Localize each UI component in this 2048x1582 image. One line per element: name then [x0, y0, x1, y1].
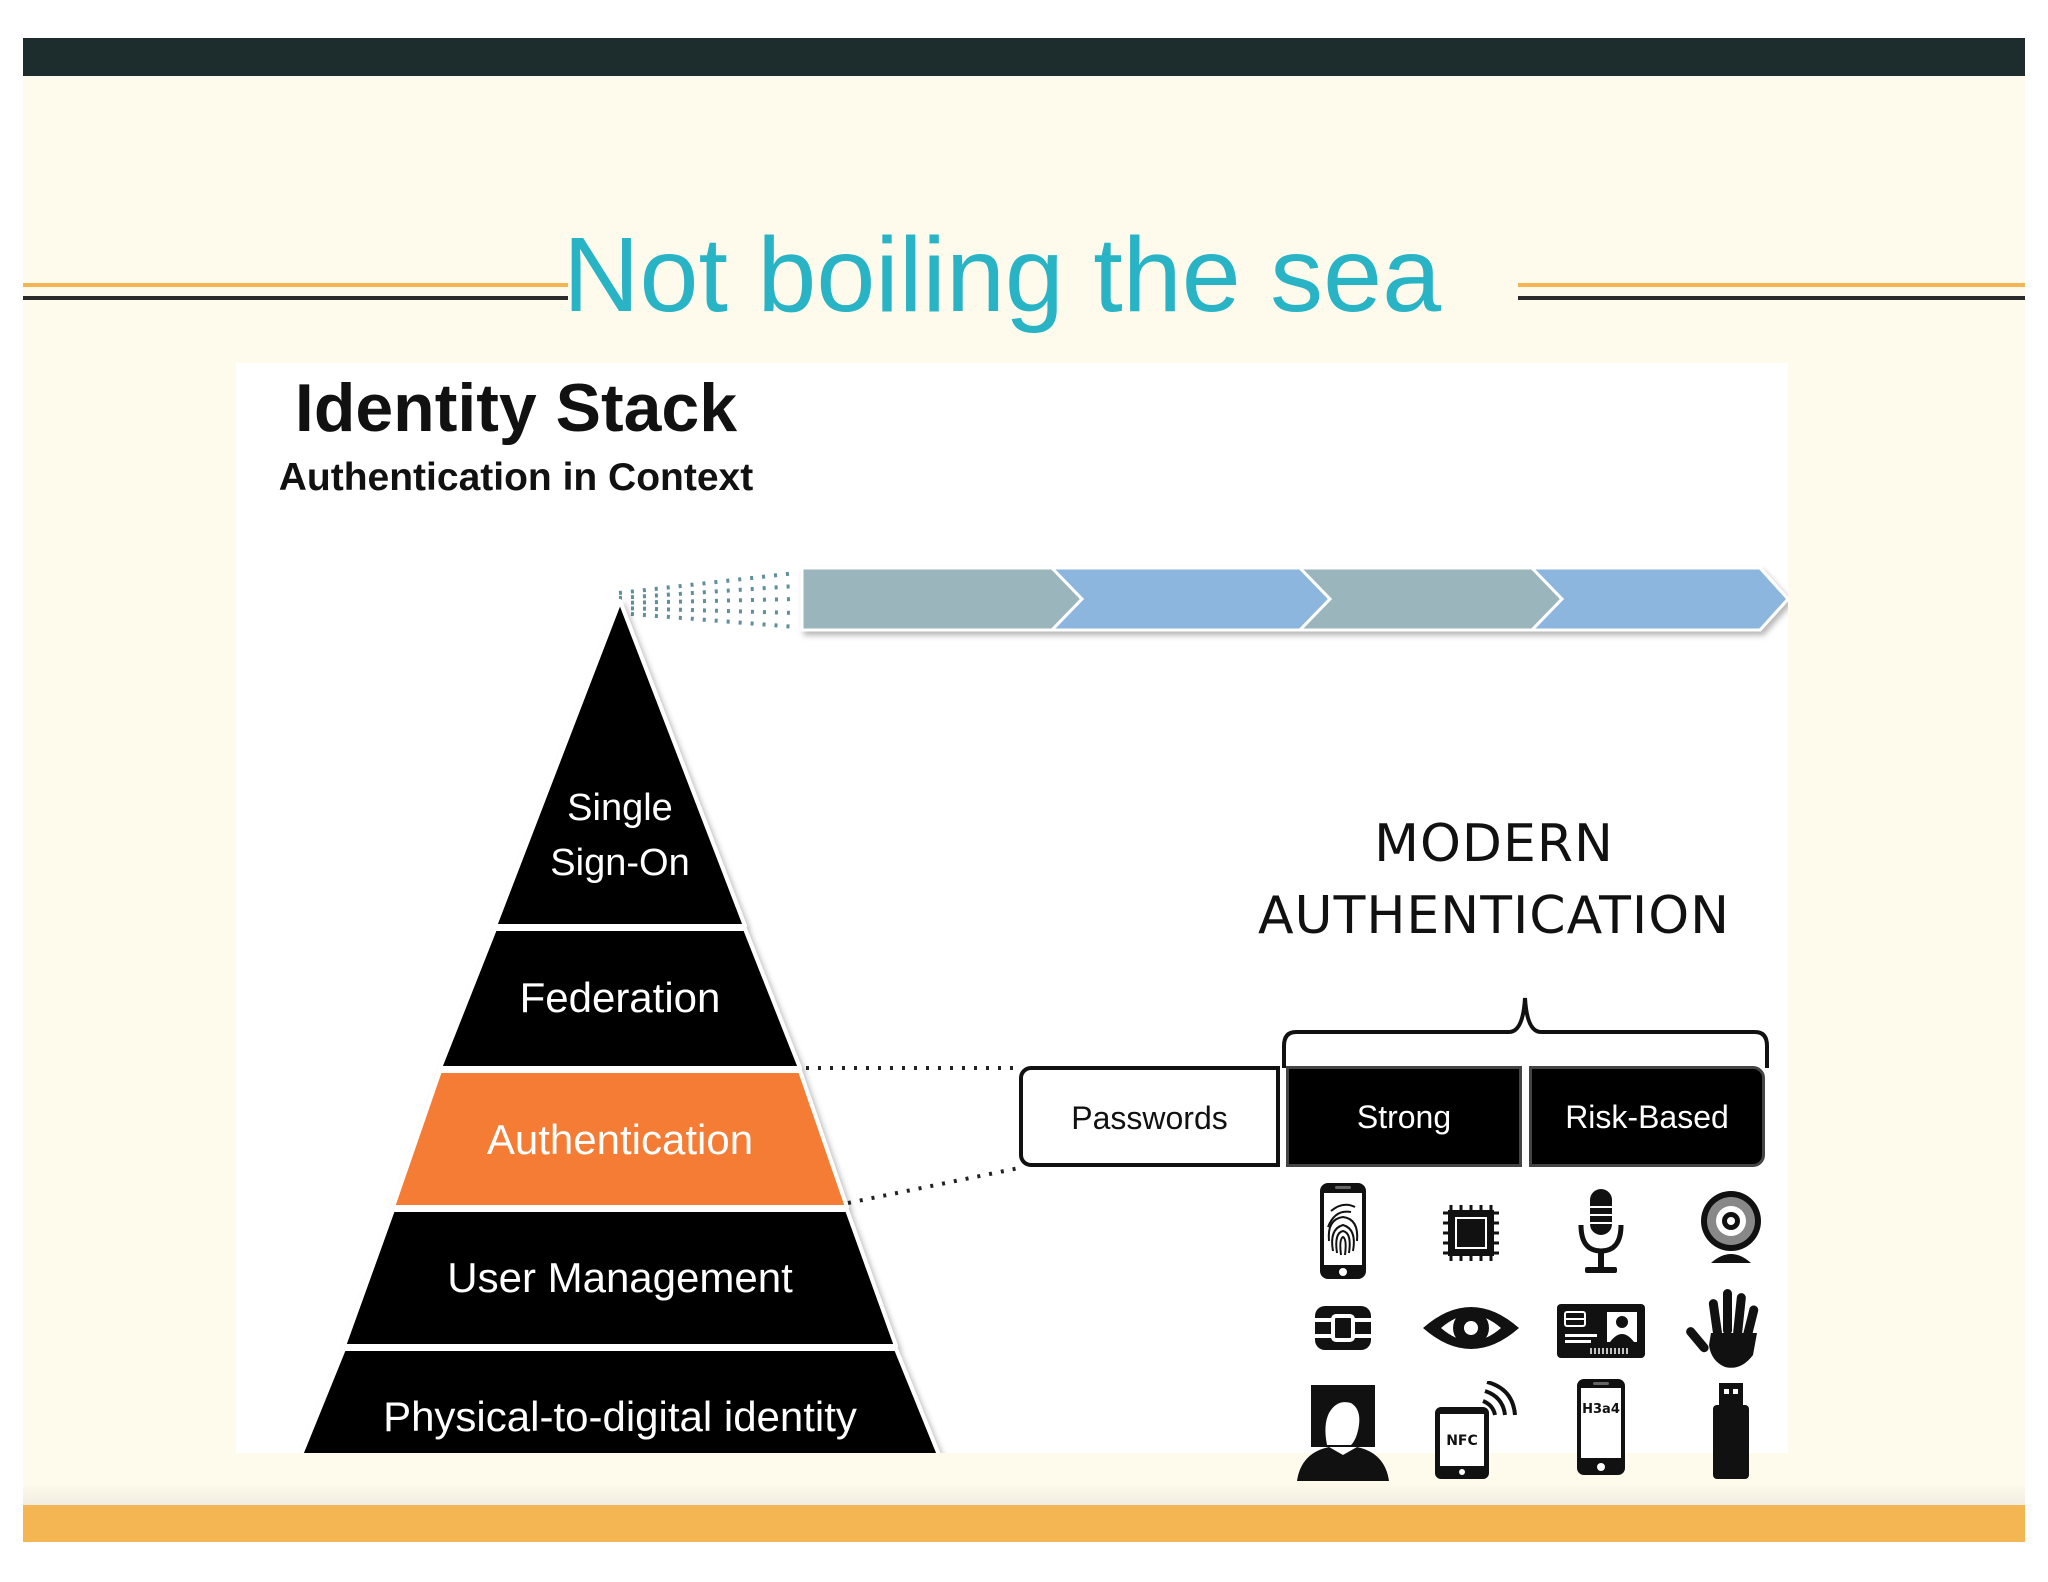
eye-icon — [1421, 1278, 1521, 1378]
pyramid-layer-user-management — [342, 1208, 898, 1348]
diagram-subheading: Authentication in Context — [278, 456, 754, 499]
otp-phone-icon: H3a4 — [1551, 1379, 1651, 1479]
title-rule-right-gold — [1518, 283, 2025, 287]
pyramid — [299, 599, 941, 1453]
pyramid-layer-authentication — [391, 1069, 849, 1209]
risk-based-box: Risk-Based — [1529, 1066, 1765, 1167]
face-profile-icon — [1293, 1383, 1393, 1483]
otp-text: H3a4 — [1582, 1402, 1620, 1417]
diagram-graphics — [299, 566, 1788, 1453]
pyramid-layer-physical-identity — [299, 1347, 941, 1453]
apex-connector — [618, 571, 797, 629]
pyramid-label-authentication: Authentication — [486, 1116, 754, 1163]
top-bar — [23, 38, 2025, 76]
arrow-e-gov — [800, 566, 1085, 632]
bottom-fade — [23, 1483, 2025, 1505]
arrow-label-security: Security — [1382, 379, 1476, 409]
pyramid-label-federation: Federation — [519, 974, 721, 1021]
bottom-bar — [23, 1505, 2025, 1542]
pyramid-label-physical-identity: Physical-to-digital identity — [383, 1393, 857, 1440]
diagram-heading: Identity Stack — [294, 370, 738, 446]
authentication-connector — [806, 1066, 1020, 1205]
modern-auth-bracket — [1282, 997, 1769, 1068]
modern-authentication-label: MODERN AUTHENTICATION — [1234, 808, 1754, 952]
chip-icon — [1421, 1183, 1521, 1283]
usb-key-icon — [1681, 1381, 1781, 1481]
modern-label-line1: MODERN — [1374, 814, 1614, 874]
nfc-device-icon: NFC — [1421, 1381, 1521, 1481]
hand-icon — [1681, 1275, 1781, 1375]
pyramid-layer-federation — [438, 927, 802, 1070]
passwords-box: Passwords — [1019, 1066, 1280, 1167]
arrow-payments — [1048, 566, 1333, 632]
pyramid-label-user-management: User Management — [447, 1254, 793, 1301]
slide: Not boiling the sea Identity Stack Authe… — [23, 38, 2025, 1542]
smart-card-chip-icon — [1293, 1278, 1393, 1378]
arrow-personalization — [1528, 566, 1788, 632]
arrow-label-payments: Payments — [1133, 379, 1249, 409]
title-rule-left-gold — [23, 283, 568, 287]
fingerprint-phone-icon — [1293, 1181, 1393, 1281]
title-rule-right-dark — [1518, 296, 2025, 300]
title-rule-left-dark — [23, 296, 568, 300]
context-arrows — [800, 566, 1788, 632]
id-card-icon — [1551, 1278, 1651, 1378]
pyramid-label-single-sign-on: Single Sign-On — [550, 787, 690, 884]
arrow-label-e-gov: E-Gov — [900, 379, 974, 409]
identity-stack-diagram: Identity Stack Authentication in Context — [236, 363, 1788, 1481]
modern-label-line2: AUTHENTICATION — [1257, 886, 1731, 946]
arrow-label-personalization: Personalization — [1571, 379, 1749, 409]
pyramid-layer-single-sign-on — [493, 599, 747, 928]
microphone-icon — [1551, 1181, 1651, 1281]
strong-box: Strong — [1286, 1066, 1522, 1167]
slide-title: Not boiling the sea — [563, 216, 1442, 334]
arrow-security — [1296, 566, 1565, 632]
webcam-icon — [1681, 1181, 1781, 1281]
nfc-text: NFC — [1446, 1433, 1478, 1449]
